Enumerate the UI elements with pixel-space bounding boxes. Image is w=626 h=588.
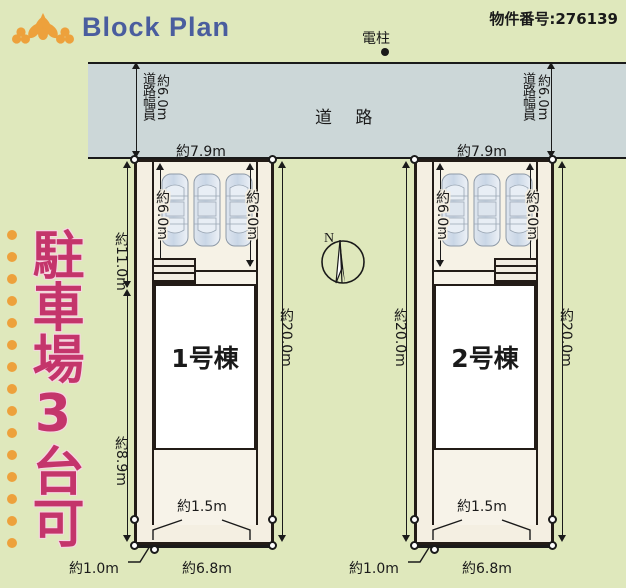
plot-1-parking-depth-line-right bbox=[250, 166, 251, 266]
road-width-value-right: 約6.0m bbox=[535, 74, 550, 121]
road-width-dimension-line-left bbox=[136, 64, 137, 157]
arrow-up-icon bbox=[526, 163, 534, 170]
boundary-marker bbox=[430, 545, 439, 554]
svg-text:N: N bbox=[324, 231, 334, 246]
plot-1-stairs bbox=[152, 258, 196, 282]
parking-capacity-banner: 駐車場3台可 bbox=[23, 228, 83, 548]
plot-2-house bbox=[434, 284, 536, 450]
plot-1-upper-depth-line bbox=[127, 164, 128, 287]
plot-1-label: 1号棟 bbox=[171, 344, 239, 373]
plot-1-corner-cut: 約1.0m bbox=[69, 561, 119, 577]
plot-2-parking-depth-line-left bbox=[440, 166, 441, 266]
road-width-label-right: 道路幅員 bbox=[520, 72, 535, 120]
utility-pole-label: 電柱 bbox=[362, 31, 390, 47]
frontage-label-plot1: 約7.9m bbox=[176, 144, 226, 160]
car-icon bbox=[224, 172, 254, 253]
lotus-flower-logo bbox=[12, 8, 74, 48]
arrow-down-icon bbox=[278, 535, 286, 542]
car-icon bbox=[160, 172, 190, 253]
plot-2-corner-cut: 約1.0m bbox=[349, 561, 399, 577]
plot-1-setback-label: 約1.5m bbox=[177, 499, 227, 515]
car-icon bbox=[192, 172, 222, 253]
plot-2-label: 2号棟 bbox=[451, 344, 519, 373]
plot-2-parking-depth-right: 約6.0m bbox=[524, 190, 540, 240]
car-icon bbox=[472, 172, 502, 253]
arrow-up-icon bbox=[278, 161, 286, 168]
boundary-marker bbox=[268, 541, 277, 550]
property-number: 物件番号:276139 bbox=[489, 10, 618, 28]
plot-2-left-depth: 約20.0m bbox=[392, 308, 408, 367]
plot-1-setback-leaders bbox=[152, 519, 251, 540]
arrow-up-icon bbox=[132, 62, 140, 69]
boundary-marker bbox=[548, 155, 557, 164]
plot-1-parking-depth-right: 約6.0m bbox=[244, 190, 260, 240]
plot-2-stairs bbox=[494, 258, 538, 282]
boundary-marker bbox=[410, 515, 419, 524]
road-area bbox=[88, 62, 626, 159]
plot-2-setback-leaders bbox=[432, 519, 531, 540]
boundary-marker bbox=[130, 155, 139, 164]
road-width-label-left: 道路幅員 bbox=[140, 72, 155, 120]
boundary-marker bbox=[548, 515, 557, 524]
arrow-down-icon bbox=[436, 260, 444, 267]
plot-1-lower-depth: 約8.9m bbox=[113, 436, 129, 486]
car-icon bbox=[440, 172, 470, 253]
boundary-marker bbox=[268, 155, 277, 164]
boundary-marker bbox=[268, 515, 277, 524]
plot-1-total-depth-line bbox=[282, 164, 283, 540]
boundary-marker bbox=[130, 541, 139, 550]
frontage-label-plot2: 約7.9m bbox=[457, 144, 507, 160]
plot-1-bottom-edge bbox=[134, 545, 274, 548]
arrow-up-icon bbox=[402, 161, 410, 168]
plot-2-bottom-edge bbox=[414, 545, 554, 548]
boundary-marker bbox=[410, 541, 419, 550]
plot-1-upper-depth: 約11.0m bbox=[113, 232, 129, 291]
arrow-down-icon bbox=[123, 535, 131, 542]
boundary-marker bbox=[130, 515, 139, 524]
arrow-down-icon bbox=[132, 151, 140, 158]
arrow-up-icon bbox=[436, 163, 444, 170]
arrow-down-icon bbox=[402, 535, 410, 542]
arrow-up-icon bbox=[123, 289, 131, 296]
arrow-down-icon bbox=[123, 281, 131, 288]
plot-2-parking-depth-left: 約6.0m bbox=[434, 190, 450, 240]
plot-1-bottom-width: 約6.8m bbox=[182, 561, 232, 577]
plot-1-corner-cut-leader bbox=[128, 545, 151, 563]
boundary-marker bbox=[410, 155, 419, 164]
utility-pole-marker bbox=[381, 48, 389, 56]
plot-2-bottom-width: 約6.8m bbox=[462, 561, 512, 577]
road-label: 道 路 bbox=[315, 108, 382, 128]
road-width-dimension-line-right bbox=[551, 64, 552, 157]
plot-1-parking-depth-left: 約6.0m bbox=[154, 190, 170, 240]
plot-1-total-depth: 約20.0m bbox=[278, 308, 294, 367]
plot-2-left-depth-line bbox=[406, 164, 407, 540]
arrow-up-icon bbox=[246, 163, 254, 170]
boundary-marker bbox=[548, 541, 557, 550]
plot-2-setback-label: 約1.5m bbox=[457, 499, 507, 515]
arrow-down-icon bbox=[558, 535, 566, 542]
arrow-up-icon bbox=[547, 62, 555, 69]
plot-2-parking-depth-line-right bbox=[530, 166, 531, 266]
plot-1-lower-depth-line bbox=[127, 292, 128, 540]
arrow-up-icon bbox=[123, 161, 131, 168]
plot-1-house bbox=[154, 284, 256, 450]
road-width-value-left: 約6.0m bbox=[154, 74, 169, 121]
arrow-down-icon bbox=[547, 151, 555, 158]
arrow-up-icon bbox=[156, 163, 164, 170]
arrow-down-icon bbox=[246, 260, 254, 267]
page-title: Block Plan bbox=[82, 12, 231, 42]
plot-2-right-depth-line bbox=[562, 164, 563, 540]
plot-1-parking-depth-line-left bbox=[160, 166, 161, 266]
arrow-up-icon bbox=[558, 161, 566, 168]
decorative-dot-column bbox=[7, 230, 19, 560]
boundary-marker bbox=[150, 545, 159, 554]
compass-rose: N bbox=[318, 228, 366, 295]
plot-2-corner-cut-leader bbox=[408, 545, 431, 563]
car-icon bbox=[504, 172, 534, 253]
plot-2-right-depth: 約20.0m bbox=[558, 308, 574, 367]
